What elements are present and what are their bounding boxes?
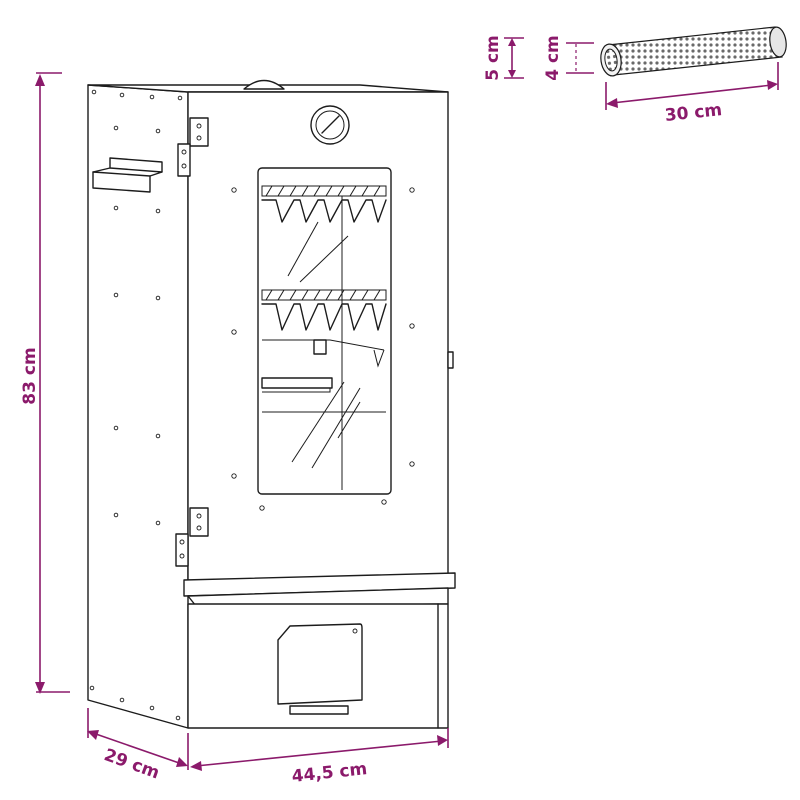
tube-outer-diameter-label: 5 cm <box>483 35 503 81</box>
door-window <box>257 167 392 495</box>
thermometer <box>310 105 350 145</box>
drawer-pull <box>289 705 349 715</box>
height-dimension: 83 cm <box>20 72 70 694</box>
door-latch <box>447 351 454 369</box>
side-handle <box>92 157 163 193</box>
drip-tray <box>183 572 456 607</box>
width-dimension: 44,5 cm <box>190 728 449 787</box>
width-label: 44,5 cm <box>291 759 368 787</box>
tube-inner-diameter-label: 4 cm <box>543 35 563 81</box>
lower-hinge <box>175 507 209 567</box>
upper-hinge <box>177 117 209 177</box>
tube-length-dimension: 30 cm <box>605 62 779 126</box>
smoker-cabinet <box>87 79 456 729</box>
door-screws <box>231 187 415 511</box>
tube-outer-diameter-dimension: 5 cm <box>483 35 524 81</box>
depth-label: 29 cm <box>101 745 162 783</box>
tube-inner-diameter-dimension: 4 cm <box>543 35 594 81</box>
ash-door <box>277 623 363 705</box>
lower-drawer <box>187 603 449 729</box>
top-knob <box>243 79 285 90</box>
tube-length-label: 30 cm <box>664 100 723 126</box>
height-label: 83 cm <box>20 347 40 404</box>
side-screws <box>89 89 183 721</box>
smoke-tube <box>600 26 787 77</box>
